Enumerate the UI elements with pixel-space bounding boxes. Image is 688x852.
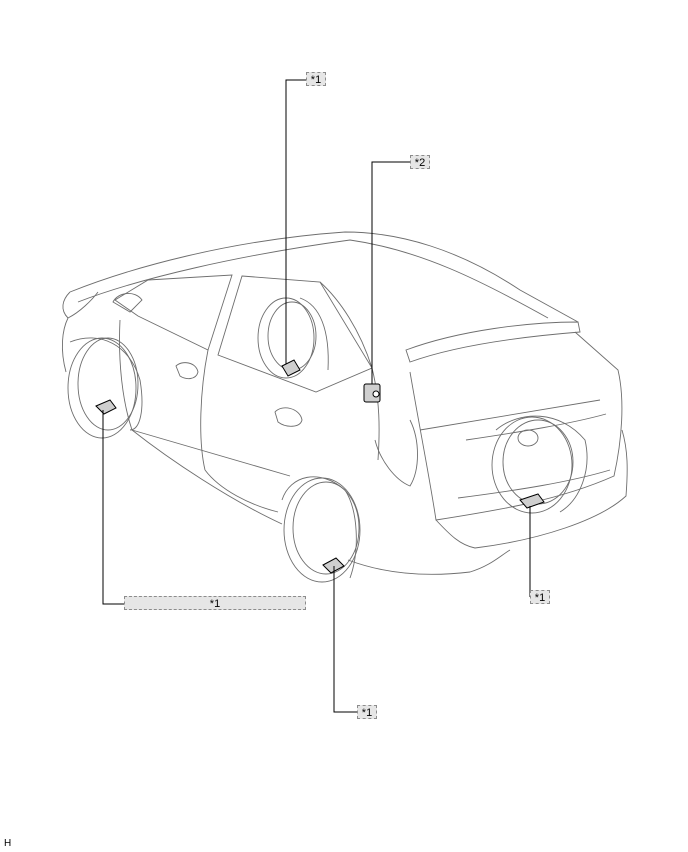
vehicle-outline	[61, 231, 628, 583]
sensor-spare	[519, 493, 545, 509]
figure-code: H	[4, 838, 12, 849]
callout-spare-tire-sensor: *1	[530, 590, 550, 604]
callout-front-right-tire-sensor: *1	[306, 72, 326, 86]
callout-front-left-tire-sensor: *1	[124, 596, 306, 610]
sensor-front-left	[95, 399, 117, 415]
leader-lines	[102, 79, 531, 713]
callout-rear-left-tire-sensor: *1	[357, 705, 377, 719]
receiver-unit-icon	[363, 383, 381, 403]
sensor-front-right	[281, 359, 301, 377]
sensor-rear-left	[322, 557, 345, 574]
callout-receiver-unit: *2	[410, 155, 430, 169]
